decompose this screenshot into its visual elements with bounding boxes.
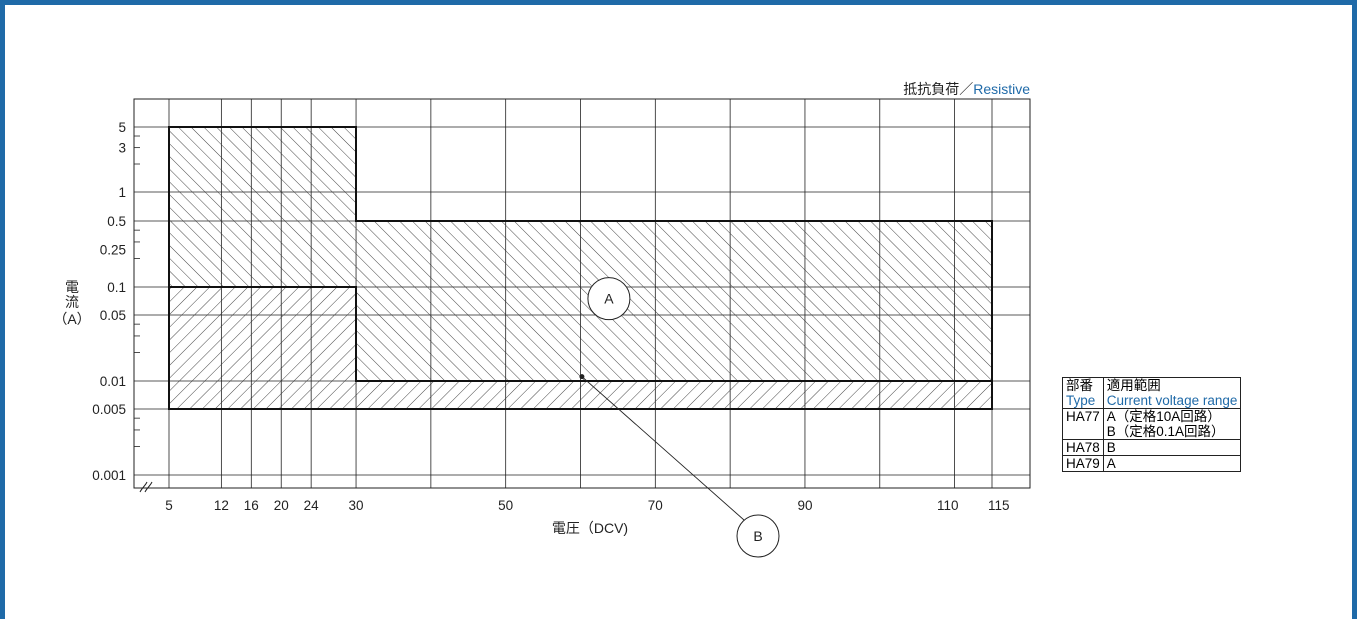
legend-row: HA79 A xyxy=(1062,455,1242,472)
x-tick-label: 70 xyxy=(648,498,663,513)
y-tick-label: 0.25 xyxy=(100,242,126,257)
y-tick-label: 0.001 xyxy=(92,468,126,483)
region-b-label-circle xyxy=(736,514,780,558)
legend-header-range: 適用範囲 Current voltage range xyxy=(1102,377,1242,409)
legend-range-line: B（定格0.1A回路） xyxy=(1106,424,1225,439)
x-tick-label: 5 xyxy=(165,498,173,513)
region-a-label-circle xyxy=(587,277,631,321)
region-a-label: A xyxy=(604,291,614,307)
legend-header-type: 部番 Type xyxy=(1062,377,1104,409)
legend-type-cell: HA77 xyxy=(1062,408,1104,440)
region-b-leader-dot xyxy=(579,374,585,380)
chart-title-en: Resistive xyxy=(973,81,1030,97)
legend-row: HA77 A（定格10A回路） B（定格0.1A回路） xyxy=(1062,408,1242,440)
region-b-leader-line xyxy=(581,376,745,521)
y-tick-label: 0.1 xyxy=(107,280,126,295)
x-axis-label: 電圧（DCV) xyxy=(552,520,628,536)
legend-range-cell: B xyxy=(1102,439,1242,456)
regions xyxy=(168,126,993,410)
x-tick-label: 115 xyxy=(988,498,1010,513)
x-tick-label: 12 xyxy=(214,498,229,513)
chart-title: 抵抗負荷／Resistive xyxy=(903,81,1030,97)
y-tick-label: 0.05 xyxy=(100,308,126,323)
axes xyxy=(133,98,1031,489)
y-tick-label: 0.5 xyxy=(107,214,126,229)
legend-range-cell: A（定格10A回路） B（定格0.1A回路） xyxy=(1102,408,1242,440)
y-tick-label: 0.005 xyxy=(92,402,126,417)
y-axis-label-1: 電 xyxy=(65,279,79,295)
legend-header-type-jp: 部番 xyxy=(1066,378,1093,393)
legend-type-cell: HA78 xyxy=(1062,439,1104,456)
legend-header-range-en: Current voltage range xyxy=(1106,393,1238,408)
x-tick-label: 30 xyxy=(349,498,364,513)
legend-range-line: A（定格10A回路） xyxy=(1106,409,1221,424)
legend-table: 部番 Type 適用範囲 Current voltage range HA77 … xyxy=(1062,377,1242,472)
annotations: AB xyxy=(579,277,780,558)
x-tick-labels: 5 12 16 20 24 30 50 70 90 110 115 xyxy=(165,498,1009,513)
y-tick-labels: 5 3 1 0.5 0.25 0.1 0.05 0.01 0.005 0.001 xyxy=(92,120,126,483)
plot-border xyxy=(133,98,1031,489)
legend-range-cell: A xyxy=(1102,455,1242,472)
x-tick-label: 24 xyxy=(304,498,320,513)
y-tick-label: 1 xyxy=(118,185,126,200)
x-tick-label: 50 xyxy=(498,498,513,513)
x-tick-label: 20 xyxy=(274,498,289,513)
y-axis-label-2: 流 xyxy=(65,294,79,310)
region-b xyxy=(168,286,993,410)
chart-title-jp: 抵抗負荷／ xyxy=(903,81,973,97)
y-tick-label: 3 xyxy=(118,141,126,156)
y-axis-label-3: （A） xyxy=(53,311,90,327)
legend-row: HA78 B xyxy=(1062,439,1242,456)
axis-break-mark xyxy=(139,481,153,493)
y-tick-label: 0.01 xyxy=(100,374,126,389)
region-b-label: B xyxy=(753,528,762,544)
x-tick-label: 110 xyxy=(937,498,959,513)
legend-type-cell: HA79 xyxy=(1062,455,1104,472)
legend-header-row: 部番 Type 適用範囲 Current voltage range xyxy=(1062,377,1242,409)
legend-header-type-en: Type xyxy=(1066,393,1096,408)
x-tick-label: 16 xyxy=(244,498,259,513)
legend-header-range-jp: 適用範囲 xyxy=(1106,378,1161,393)
x-tick-label: 90 xyxy=(797,498,812,513)
y-tick-label: 5 xyxy=(118,120,126,135)
